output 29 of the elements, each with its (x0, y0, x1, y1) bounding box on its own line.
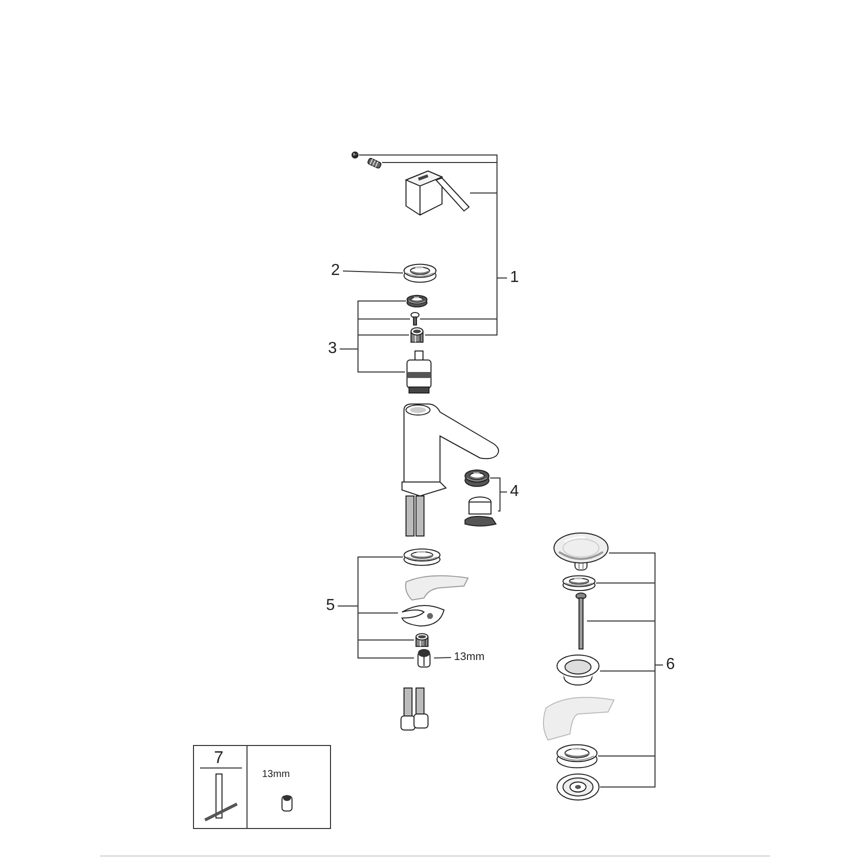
cartridge-drawing (405, 350, 433, 394)
dimension-label: 13mm (262, 770, 290, 780)
callout-number: 2 (331, 263, 340, 279)
ring-drawing (406, 294, 428, 308)
callout-number: 3 (328, 341, 337, 357)
leader-line (339, 348, 406, 372)
screw-drawing (351, 151, 359, 159)
aerator-drawing (464, 468, 490, 488)
nut-drawing (414, 632, 430, 648)
leader-line (342, 270, 404, 274)
callout-number: 6 (666, 657, 675, 673)
aerator-housing-drawing (462, 494, 498, 528)
leader-line (434, 657, 452, 658)
strainer-drawing (556, 773, 600, 801)
leader-line (337, 606, 414, 658)
ring-drawing (403, 262, 437, 284)
screw-drawing (410, 312, 420, 326)
callout-number: 5 (326, 598, 335, 614)
callout-number: 1 (510, 270, 519, 286)
ring-drawing (556, 742, 598, 770)
threaded-rod-drawing (575, 592, 587, 650)
ring-drawing (403, 547, 441, 567)
adapter-drawing (409, 326, 425, 344)
leader-line (600, 664, 664, 788)
dimension-label: 13mm (454, 652, 485, 663)
ring-drawing (562, 574, 596, 592)
callout-number: 7 (214, 749, 224, 766)
screw-drawing (366, 156, 382, 169)
callout-number: 4 (510, 484, 519, 500)
